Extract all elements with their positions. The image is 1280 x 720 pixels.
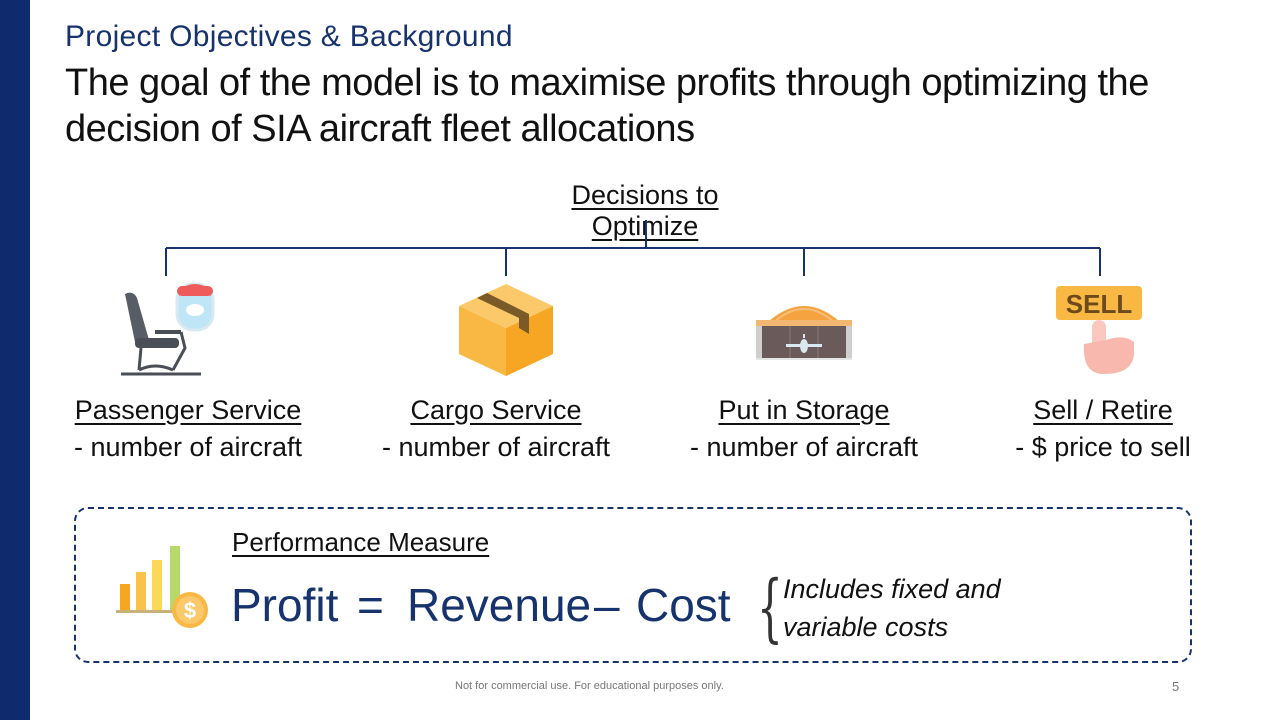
page-number: 5 [1172, 679, 1180, 694]
footer-disclaimer: Not for commercial use. For educational … [455, 680, 724, 692]
sell-sign-icon: SELL [1054, 284, 1146, 381]
formula-profit: Profit [231, 579, 339, 631]
decision-label: Sell / Retire [1033, 395, 1173, 425]
decision-sub: - number of aircraft [381, 432, 611, 462]
formula-equals: = [357, 579, 384, 631]
hangar-icon [756, 296, 852, 365]
decision-sub: - $ price to sell [1015, 432, 1191, 462]
decision-sub: - number of aircraft [73, 432, 303, 462]
formula-cost: Cost [636, 579, 731, 631]
cost-note-line-1: Includes fixed and [783, 574, 1001, 604]
decision-cargo-service: Cargo Service - number of aircraft [346, 392, 646, 466]
profit-chart-icon: $ [114, 544, 214, 637]
performance-measure-title: Performance Measure [232, 527, 490, 557]
decision-label: Passenger Service [74, 395, 302, 425]
formula-minus: – [594, 579, 620, 631]
svg-text:$: $ [184, 598, 196, 623]
sell-sign-text: SELL [1066, 289, 1133, 319]
decision-put-in-storage: Put in Storage - number of aircraft [654, 392, 954, 466]
left-accent-bar [0, 0, 30, 720]
cargo-box-icon [457, 282, 555, 383]
cost-note-line-2: variable costs [783, 612, 949, 642]
performance-measure-box [74, 507, 1192, 663]
curly-brace: { [757, 565, 783, 651]
slide-title: The goal of the model is to maximise pro… [65, 62, 1149, 150]
decision-passenger-service: Passenger Service - number of aircraft [38, 392, 338, 466]
decision-label: Put in Storage [718, 395, 890, 425]
airplane-seat-icon [115, 282, 225, 387]
slide-subtitle: Project Objectives & Background [65, 20, 513, 53]
decision-sub: - number of aircraft [689, 432, 919, 462]
formula-revenue: Revenue [407, 579, 592, 631]
decision-label: Cargo Service [410, 395, 582, 425]
cost-note: Includes fixed and variable costs [783, 570, 1043, 646]
decision-sell-retire: Sell / Retire - $ price to sell [953, 392, 1253, 466]
